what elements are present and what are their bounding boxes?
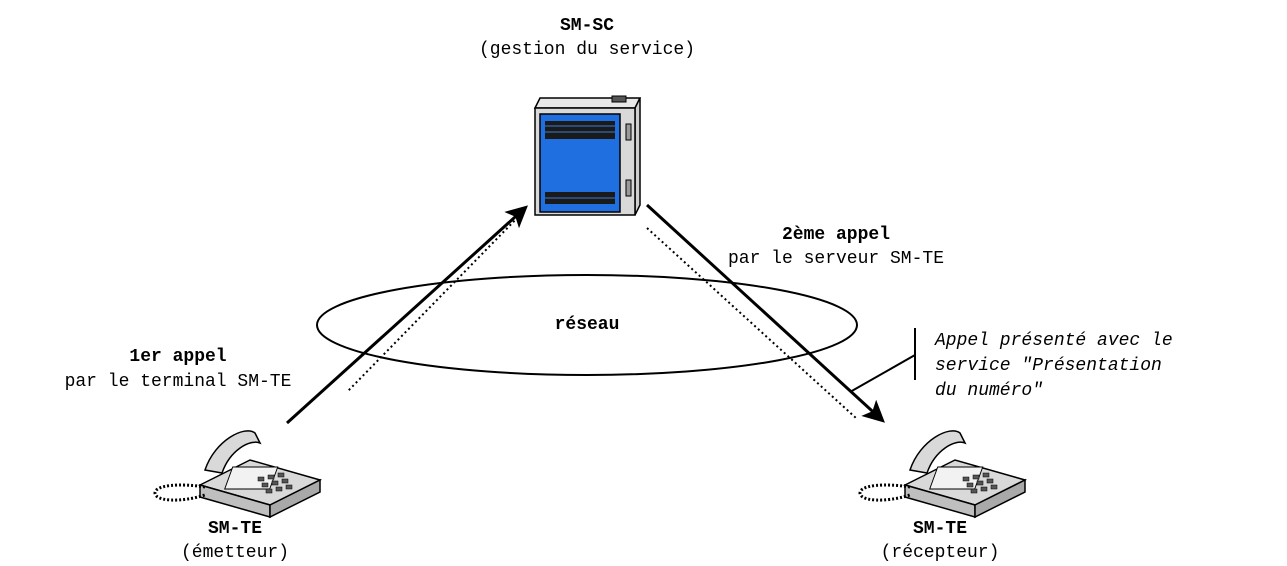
receiver-title: SM-TE [912,519,968,539]
annotation-leader [849,354,916,393]
call2-arrow [645,203,885,423]
call2-subtitle: par le serveur SM-TE [727,249,945,269]
network-label: réseau [554,315,620,335]
call1-subtitle: par le terminal SM-TE [64,372,292,392]
call1-dotted-link [346,209,526,393]
sender-title: SM-TE [207,519,263,539]
call2-title: 2ème appel [781,225,891,245]
annotation-line-2: service "Présentation [935,356,1162,376]
network-ellipse [316,274,858,376]
server-title: SM-SC [559,16,615,36]
telephone-icon-receiver [858,430,1028,519]
telephone-icon-sender [153,430,323,519]
receiver-subtitle: (récepteur) [880,543,1000,563]
annotation-line-3: du numéro" [935,381,1044,401]
call2-dotted-link [646,227,857,419]
server-icon [533,95,642,216]
annotation-line-1: Appel présenté avec le [935,331,1173,351]
sender-subtitle: (émetteur) [180,543,290,563]
call1-arrow [285,205,528,425]
server-subtitle: (gestion du service) [478,40,696,60]
call1-title: 1er appel [129,347,227,367]
